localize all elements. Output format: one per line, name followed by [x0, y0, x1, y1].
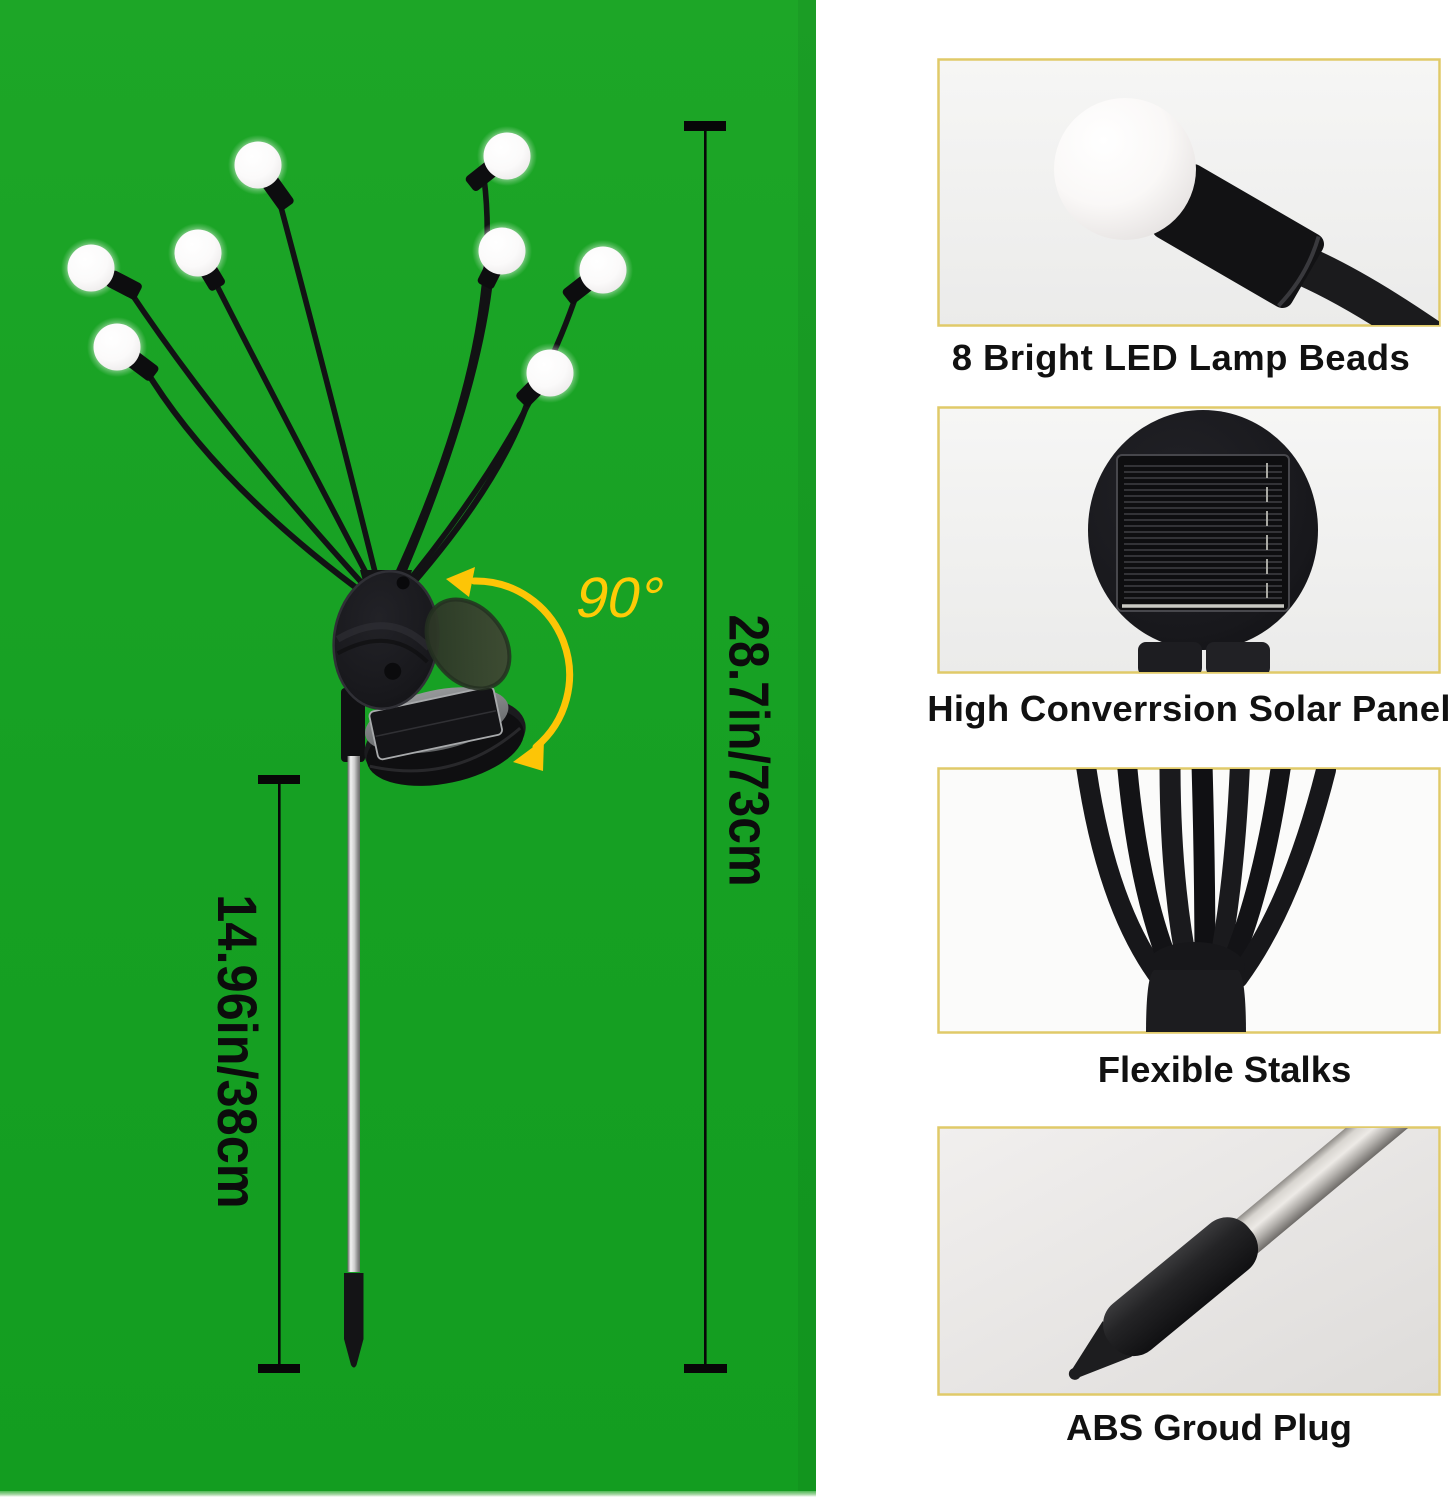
- svg-text:8 Bright LED Lamp Beads: 8 Bright LED Lamp Beads: [952, 337, 1411, 378]
- svg-text:28.7in/73cm: 28.7in/73cm: [717, 614, 781, 886]
- svg-text:ABS Groud Plug: ABS Groud Plug: [1066, 1407, 1352, 1448]
- svg-text:High Converrsion Solar Panel: High Converrsion Solar Panel: [927, 688, 1448, 729]
- svg-text:Flexible Stalks: Flexible Stalks: [1098, 1049, 1352, 1090]
- svg-text:90°: 90°: [570, 567, 670, 630]
- svg-text:14.96in/38cm: 14.96in/38cm: [205, 894, 267, 1208]
